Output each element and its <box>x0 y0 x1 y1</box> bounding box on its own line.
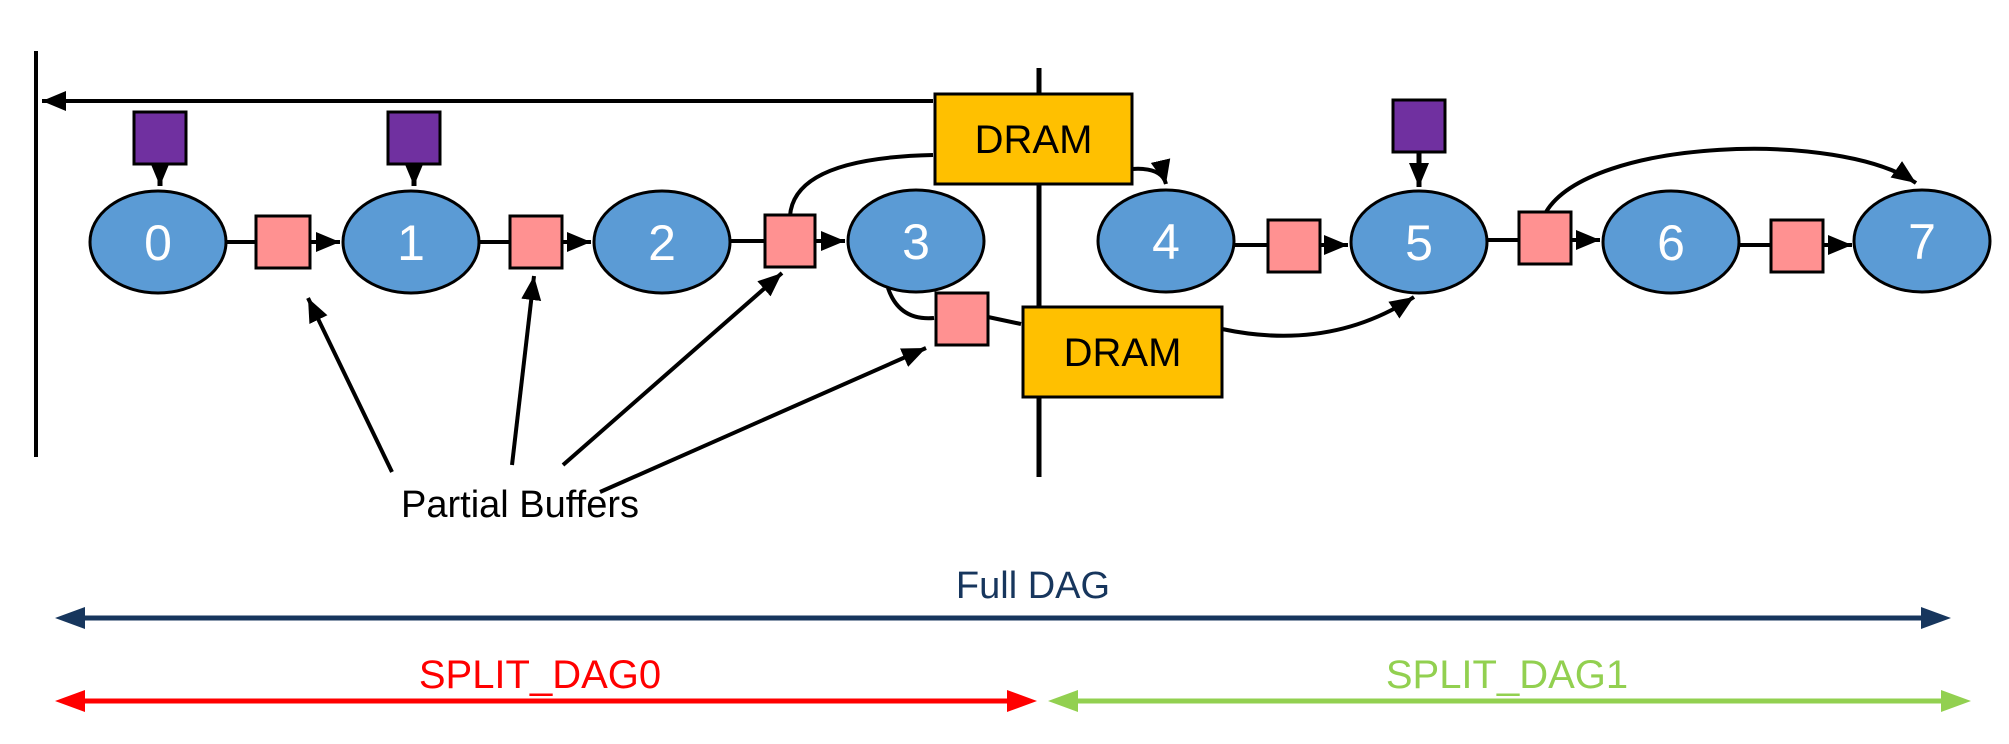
partial-buffer-2-3 <box>763 213 817 269</box>
dram-box-top-label: DRAM <box>975 118 1093 162</box>
partial-buffer-1-2 <box>508 214 564 270</box>
split-dag1-arrow <box>1048 690 1971 712</box>
full-dag-arrow-head-right <box>1921 607 1951 629</box>
split-dag1-label: SPLIT_DAG1 <box>1386 653 1628 697</box>
dag-node-5-shape <box>1349 189 1489 295</box>
dram-box-top: DRAM <box>933 92 1134 186</box>
input-square-node5 <box>1391 98 1447 154</box>
pointer-to-buffer23 <box>561 271 784 467</box>
partial-buffer-4-5 <box>1266 218 1322 274</box>
dag-node-0-shape <box>88 189 228 295</box>
full-dag-label: Full DAG <box>956 565 1110 607</box>
dag-node-3-shape <box>846 188 986 294</box>
edge-buffer23-dram-top <box>788 153 934 217</box>
dag-node-1: 1 <box>341 189 481 295</box>
partial-buffer-5-6 <box>1517 210 1573 266</box>
pointer-to-buffer12 <box>510 275 542 466</box>
dag-node-6-shape <box>1601 189 1741 295</box>
partial-buffer-3-dram <box>934 291 990 347</box>
input-square-node1 <box>386 110 442 166</box>
dag-node-4-shape <box>1096 188 1236 294</box>
partial-buffer-6-7 <box>1769 218 1825 274</box>
split-dag0-arrow-head-left <box>55 690 85 712</box>
split-dag1-arrow-head-left <box>1048 690 1078 712</box>
edge-buffer3d-dram-bottom <box>987 315 1022 326</box>
dag-node-6-label: 6 <box>1657 215 1685 271</box>
dag-node-6: 6 <box>1601 189 1741 295</box>
partial-buffer-0-1 <box>254 214 312 270</box>
dag-node-1-label: 1 <box>397 215 425 271</box>
dag-node-0: 0 <box>88 189 228 295</box>
pointer-to-buffer3d <box>599 346 927 494</box>
edge-node3-buffer3d <box>886 287 935 321</box>
dram-box-top-shape <box>933 92 1134 186</box>
dag-node-7-label: 7 <box>1908 214 1936 270</box>
full-dag-arrow <box>55 607 1951 629</box>
dram-box-bottom: DRAM <box>1021 305 1224 399</box>
dag-node-3-label: 3 <box>902 214 930 270</box>
dram-box-bottom-shape <box>1021 305 1224 399</box>
split-dag0-label: SPLIT_DAG0 <box>419 653 661 697</box>
dag-node-4-label: 4 <box>1152 214 1180 270</box>
split-dag1-arrow-head-right <box>1941 690 1971 712</box>
split-dag0-arrow <box>55 690 1037 712</box>
dag-node-0-label: 0 <box>144 215 172 271</box>
partial-buffers-label: Partial Buffers <box>401 484 639 526</box>
dag-node-3: 3 <box>846 188 986 294</box>
dag-node-5-label: 5 <box>1405 215 1433 271</box>
dram-box-bottom-label: DRAM <box>1064 331 1182 375</box>
split-dag0-arrow-head-right <box>1007 690 1037 712</box>
dag-node-2-shape <box>592 189 732 295</box>
dag-node-2-label: 2 <box>648 215 676 271</box>
dag-node-4: 4 <box>1096 188 1236 294</box>
dag-node-7-shape <box>1852 188 1992 294</box>
input-square-node0 <box>132 110 188 166</box>
pointer-to-buffer01 <box>306 297 394 473</box>
edge-dram-top-node4 <box>1131 158 1171 185</box>
full-dag-arrow-head-left <box>55 607 85 629</box>
dag-node-1-shape <box>341 189 481 295</box>
edge-buffer56-node7-skip <box>1544 146 1918 214</box>
dag-node-7: 7 <box>1852 188 1992 294</box>
dag-node-2: 2 <box>592 189 732 295</box>
edge-dram-bottom-node5 <box>1221 295 1416 338</box>
dag-node-5: 5 <box>1349 189 1489 295</box>
